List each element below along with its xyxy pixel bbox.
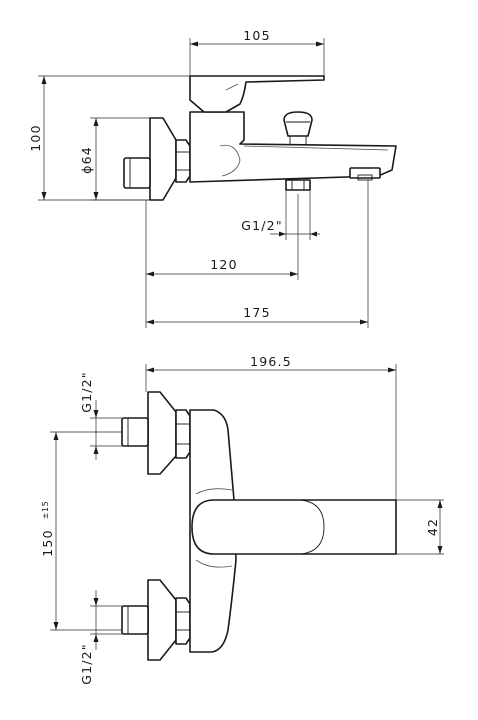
- arrowhead: [437, 500, 443, 508]
- arrowhead: [41, 192, 47, 200]
- arrowhead: [437, 546, 443, 554]
- arrowhead: [53, 432, 59, 440]
- aerator: [357, 174, 373, 181]
- arrowhead: [93, 598, 99, 606]
- side-view: 105 100 ϕ64: [28, 28, 397, 328]
- arrowhead: [146, 319, 154, 325]
- mixer-lever-front[interactable]: [191, 499, 397, 555]
- body-shading: [195, 488, 233, 495]
- hex-nut-top: [175, 409, 191, 459]
- arrowhead: [53, 622, 59, 630]
- arrowhead: [93, 446, 99, 454]
- mixer-lever: [189, 75, 325, 113]
- dim-label-105: 105: [243, 28, 270, 43]
- dim-label-120: 120: [210, 257, 237, 272]
- spout-edge: [243, 145, 389, 151]
- hex-nut-bottom: [175, 597, 191, 645]
- shower-outlet: [285, 179, 311, 191]
- front-view: 196.5 42 150 ±15 G1/2" G1/2": [40, 354, 444, 685]
- dim-label-g12-outlet: G1/2": [241, 218, 283, 233]
- dim-label-phi64: ϕ64: [79, 146, 94, 174]
- diverter-knob[interactable]: [283, 111, 313, 137]
- spout-outlet: [349, 167, 381, 179]
- body-shading: [219, 144, 241, 177]
- inlet-connector-bottom: [121, 605, 149, 635]
- wall-flange: [149, 117, 177, 201]
- lever-shading: [225, 83, 239, 91]
- inlet-connector-top: [121, 417, 149, 447]
- arrowhead: [190, 41, 198, 47]
- dim-label-g12-top: G1/2": [79, 371, 94, 413]
- hex-nut: [175, 139, 191, 183]
- wall-flange-top: [147, 391, 177, 475]
- dim-label-g12-bottom: G1/2": [79, 643, 94, 685]
- inlet-connector: [123, 157, 151, 189]
- dim-label-100: 100: [28, 124, 43, 151]
- arrowhead: [290, 271, 298, 277]
- arrowhead: [360, 319, 368, 325]
- arrowhead: [41, 76, 47, 84]
- dim-label-175: 175: [243, 305, 270, 320]
- arrowhead: [146, 271, 154, 277]
- dim-label-42: 42: [425, 518, 440, 536]
- dim-label-196-5: 196.5: [250, 354, 292, 369]
- arrowhead: [93, 192, 99, 200]
- arrowhead: [146, 367, 154, 373]
- body-shading: [195, 559, 233, 568]
- arrowhead: [93, 634, 99, 642]
- wall-flange-bottom: [147, 579, 177, 661]
- dim-label-150: 150: [40, 529, 55, 556]
- arrowhead: [93, 410, 99, 418]
- lever-contour: [299, 499, 325, 555]
- arrowhead: [310, 231, 317, 237]
- arrowhead: [279, 231, 286, 237]
- arrowhead: [93, 118, 99, 126]
- arrowhead: [316, 41, 324, 47]
- dim-label-150-tolerance: ±15: [41, 501, 50, 519]
- arrowhead: [388, 367, 396, 373]
